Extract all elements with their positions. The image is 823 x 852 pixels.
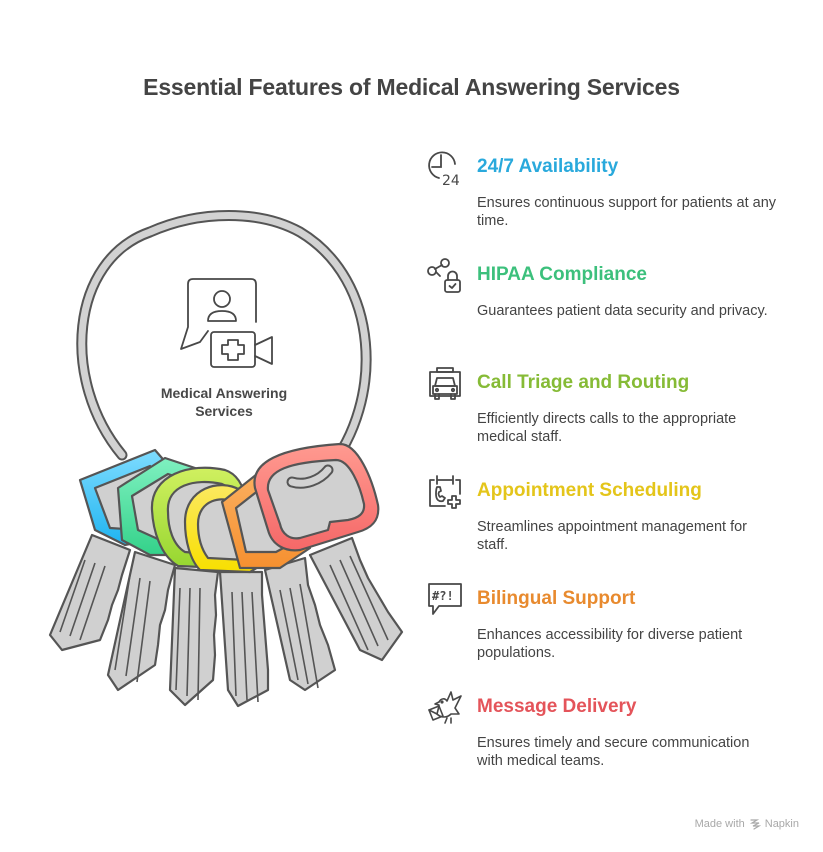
napkin-brand-label: Napkin [764, 818, 799, 830]
center-label: Medical Answering Services [160, 385, 288, 419]
feature-heading: HIPAA Compliance [477, 264, 647, 285]
feature-heading: Message Delivery [477, 696, 637, 717]
svg-text:#?!: #?! [432, 589, 454, 603]
bird-envelope-icon [428, 691, 462, 724]
feature-heading: Bilingual Support [477, 588, 636, 609]
feature-heading: 24/7 Availability [477, 156, 619, 177]
medical-video-chat-icon [180, 278, 273, 368]
feature-description: Guarantees patient data security and pri… [477, 303, 768, 319]
feature-description: Enhances accessibility for diverse patie… [477, 627, 743, 661]
ambulance-icon [429, 367, 461, 400]
feature-description: Streamlines appointment management for s… [477, 519, 748, 553]
page-title: Essential Features of Medical Answering … [143, 74, 680, 100]
speech-bubble-symbols-icon: #?! [428, 583, 462, 615]
key-ring [76, 210, 372, 476]
share-lock-icon [427, 258, 461, 293]
feature-description: Ensures continuous support for patients … [477, 195, 777, 229]
key-blades [48, 533, 404, 708]
feature-description: Efficiently directs calls to the appropr… [477, 411, 737, 445]
napkin-logo-icon [749, 819, 761, 830]
made-with-napkin-footer: Made with Napkin [695, 818, 799, 830]
feature-heading: Appointment Scheduling [477, 480, 702, 501]
calendar-phone-plus-icon [429, 475, 461, 509]
feature-heading: Call Triage and Routing [477, 372, 690, 393]
clock-24-icon: 24 [428, 151, 460, 188]
svg-text:24: 24 [442, 173, 460, 188]
feature-description: Ensures timely and secure communication … [477, 735, 750, 769]
made-with-label: Made with [694, 818, 745, 830]
key-heads [78, 442, 380, 574]
